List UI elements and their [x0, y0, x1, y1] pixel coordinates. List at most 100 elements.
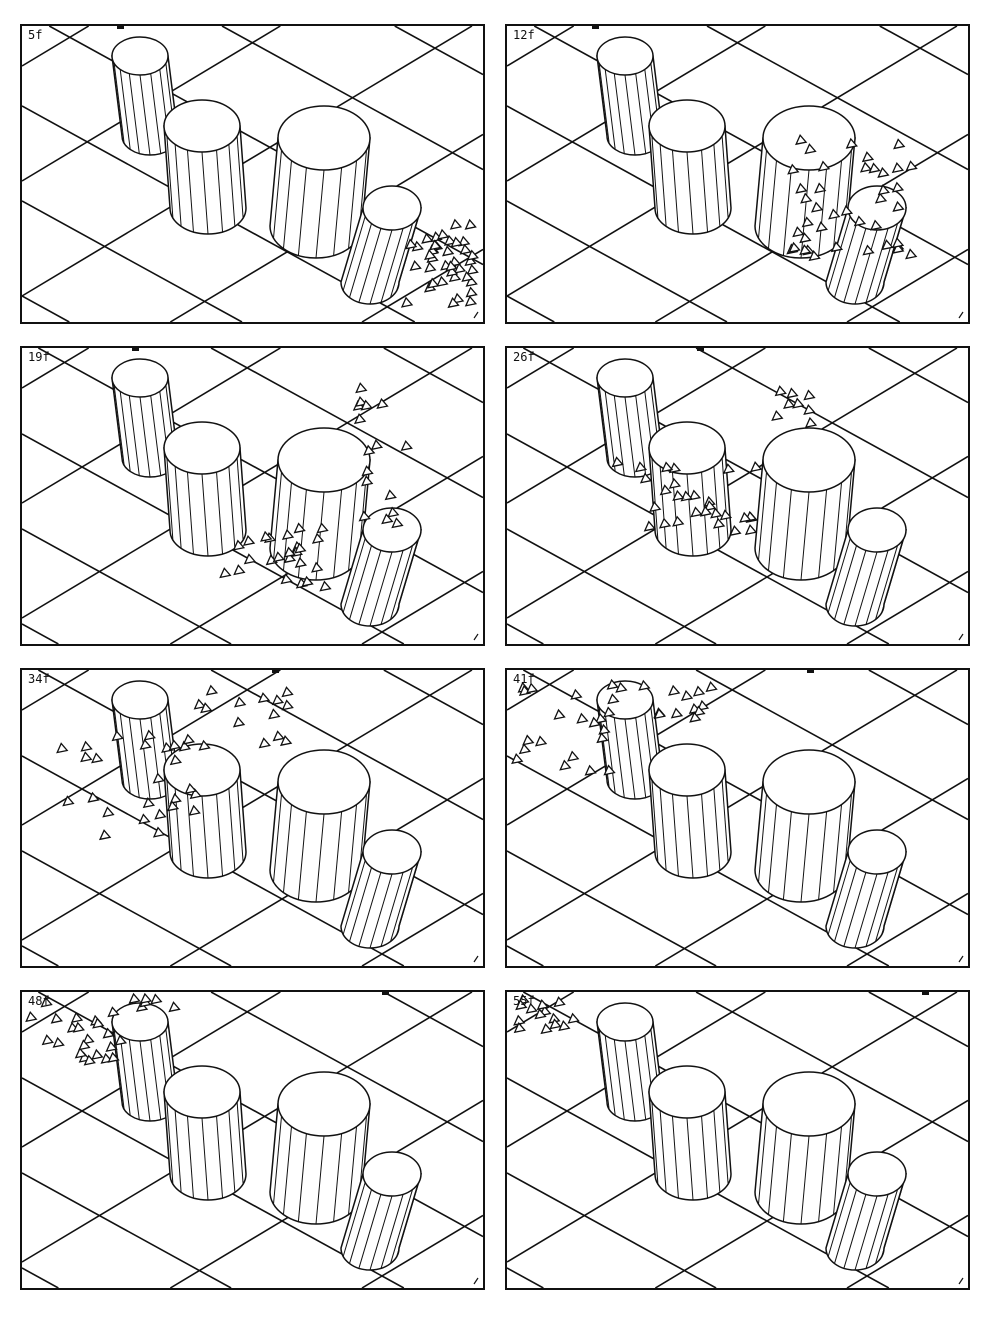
boid	[200, 702, 213, 714]
boid	[868, 162, 881, 174]
grid-line	[846, 248, 968, 322]
boid	[553, 708, 566, 720]
boid	[670, 707, 684, 719]
cylinder-obstacle	[596, 1002, 664, 1122]
cylinder-rib	[767, 482, 777, 571]
cylinder-top	[847, 1151, 907, 1197]
grid-line	[507, 26, 575, 67]
cylinder-rib	[613, 395, 625, 476]
cylinder-rib	[297, 811, 307, 900]
cylinder-rib	[369, 1195, 393, 1271]
boid	[830, 241, 844, 253]
grid-line	[361, 570, 483, 644]
grid-line	[522, 992, 968, 1238]
boid	[114, 1034, 128, 1046]
grid-line	[507, 26, 958, 297]
grid-line	[507, 528, 717, 644]
cylinder-rib	[598, 1029, 610, 1110]
boid	[268, 708, 281, 720]
corner-mark	[473, 311, 479, 319]
cylinder-rib	[174, 1110, 182, 1193]
cylinder-rib	[713, 144, 721, 227]
cylinder-top	[847, 829, 907, 875]
boid	[107, 1006, 120, 1018]
boid	[111, 730, 124, 742]
cylinder-rib	[686, 795, 694, 879]
cylinder-rib	[758, 1116, 767, 1205]
boid	[464, 295, 478, 307]
grid-line	[383, 348, 483, 404]
boid	[576, 712, 589, 724]
boid	[381, 513, 394, 525]
cylinder-rib	[713, 788, 721, 871]
boid	[719, 509, 733, 521]
boid	[828, 208, 841, 220]
boid	[193, 698, 206, 710]
boid	[409, 259, 422, 272]
boid	[360, 399, 373, 411]
cylinder-rib	[150, 1039, 162, 1120]
cylinder-rib	[843, 1194, 867, 1269]
corner-mark	[958, 1277, 964, 1285]
grid-line	[507, 992, 958, 1263]
grid-line	[522, 348, 968, 594]
cylinder-rib	[186, 471, 194, 555]
cylinder-rib	[228, 466, 236, 549]
cylinder-rib	[758, 472, 767, 561]
boid	[515, 999, 528, 1011]
boid	[107, 1051, 120, 1063]
cylinder-rib	[369, 229, 393, 305]
cylinder-rib	[380, 872, 404, 947]
cylinder-rib	[174, 466, 182, 549]
frame-label: 41f	[513, 672, 535, 686]
frame-panel: 26f	[505, 346, 970, 646]
grid-line	[361, 892, 483, 966]
top-tick-mark	[592, 26, 599, 29]
boid	[567, 750, 580, 762]
boid	[540, 1023, 553, 1035]
scene-drawing	[22, 670, 483, 966]
cylinder-obstacle	[825, 829, 908, 949]
boid	[611, 456, 624, 468]
grid-line	[22, 992, 473, 1263]
boid	[391, 517, 404, 529]
cylinder-top	[648, 1065, 726, 1119]
boid	[558, 1020, 571, 1032]
boid	[518, 743, 532, 755]
cylinder-rib	[833, 1126, 843, 1215]
boid	[178, 740, 192, 752]
boid	[436, 275, 449, 287]
cylinder-rib	[881, 538, 905, 613]
cylinder-rib	[881, 860, 905, 935]
boid	[421, 232, 434, 244]
cylinder-top	[648, 99, 726, 153]
boid	[358, 510, 371, 522]
cylinder-rib	[358, 228, 382, 303]
boid	[792, 397, 805, 409]
cylinder-rib	[721, 457, 729, 540]
top-tick-mark	[807, 670, 814, 673]
boid	[184, 782, 197, 794]
boid	[513, 1022, 526, 1034]
cylinder-obstacle	[825, 507, 908, 627]
boid	[814, 182, 827, 194]
scene-drawing	[507, 670, 968, 966]
cylinder-top	[762, 427, 856, 493]
grid-line	[22, 850, 232, 966]
grid-line	[22, 1267, 59, 1288]
boid	[91, 752, 104, 764]
boid	[892, 242, 905, 254]
boid	[800, 192, 813, 204]
boid	[443, 234, 457, 246]
cylinder-rib	[659, 144, 667, 227]
cylinder-obstacle	[648, 1065, 732, 1201]
boid	[376, 397, 389, 409]
cylinder-obstacle	[825, 1151, 908, 1271]
cylinder-rib	[854, 1195, 878, 1271]
boid	[810, 201, 824, 213]
scene-drawing	[22, 26, 483, 322]
cylinder-rib	[604, 713, 616, 794]
boid	[243, 553, 257, 565]
boid	[877, 166, 890, 178]
boid	[799, 244, 812, 256]
